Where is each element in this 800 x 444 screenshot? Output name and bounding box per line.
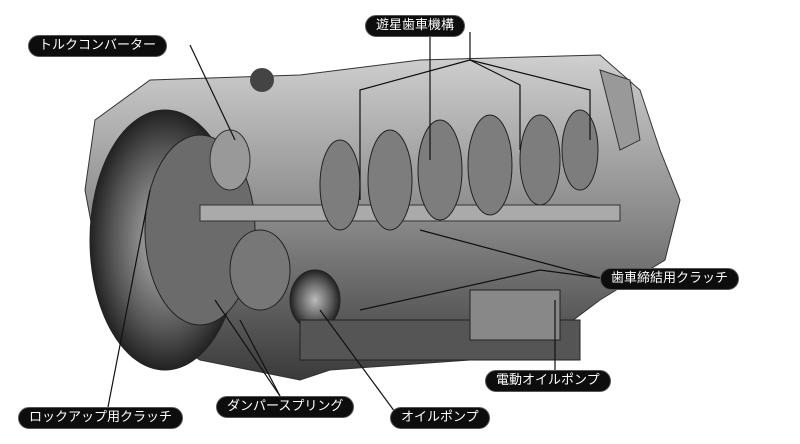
gear <box>319 139 361 231</box>
leader-line <box>359 32 471 200</box>
leader-line <box>319 309 396 413</box>
label-electric-oil-pump: 電動オイルポンプ <box>485 370 611 392</box>
main-shaft <box>199 204 621 222</box>
label-torque-converter: トルクコンバーター <box>28 35 168 57</box>
leader-lines <box>107 32 601 413</box>
gear <box>417 119 463 221</box>
electric-oil-pump-body <box>469 289 561 341</box>
leader-line <box>419 229 601 279</box>
label-planetary-gear: 遊星歯車機構 <box>365 15 466 37</box>
label-gear-clutch: 歯車締結用クラッチ <box>600 268 740 290</box>
planetary-gear-set <box>319 109 599 231</box>
lockup-clutch-part <box>209 129 251 191</box>
leader-line <box>469 59 521 150</box>
leader-line <box>359 269 601 311</box>
leader-line <box>107 189 151 408</box>
gear <box>561 109 599 191</box>
output-flange <box>599 69 641 151</box>
label-oil-pump: オイルポンプ <box>390 407 490 429</box>
damper-part <box>229 229 291 311</box>
label-damper-spring: ダンパースプリング <box>216 396 355 418</box>
leader-line <box>189 44 236 141</box>
gear <box>467 114 513 216</box>
breather-cap <box>250 68 274 92</box>
leader-line <box>214 299 281 397</box>
label-lockup-clutch: ロックアップ用クラッチ <box>18 407 184 429</box>
gear <box>519 114 561 206</box>
gear <box>367 129 413 231</box>
leader-line <box>469 59 591 140</box>
leader-line <box>239 319 281 397</box>
